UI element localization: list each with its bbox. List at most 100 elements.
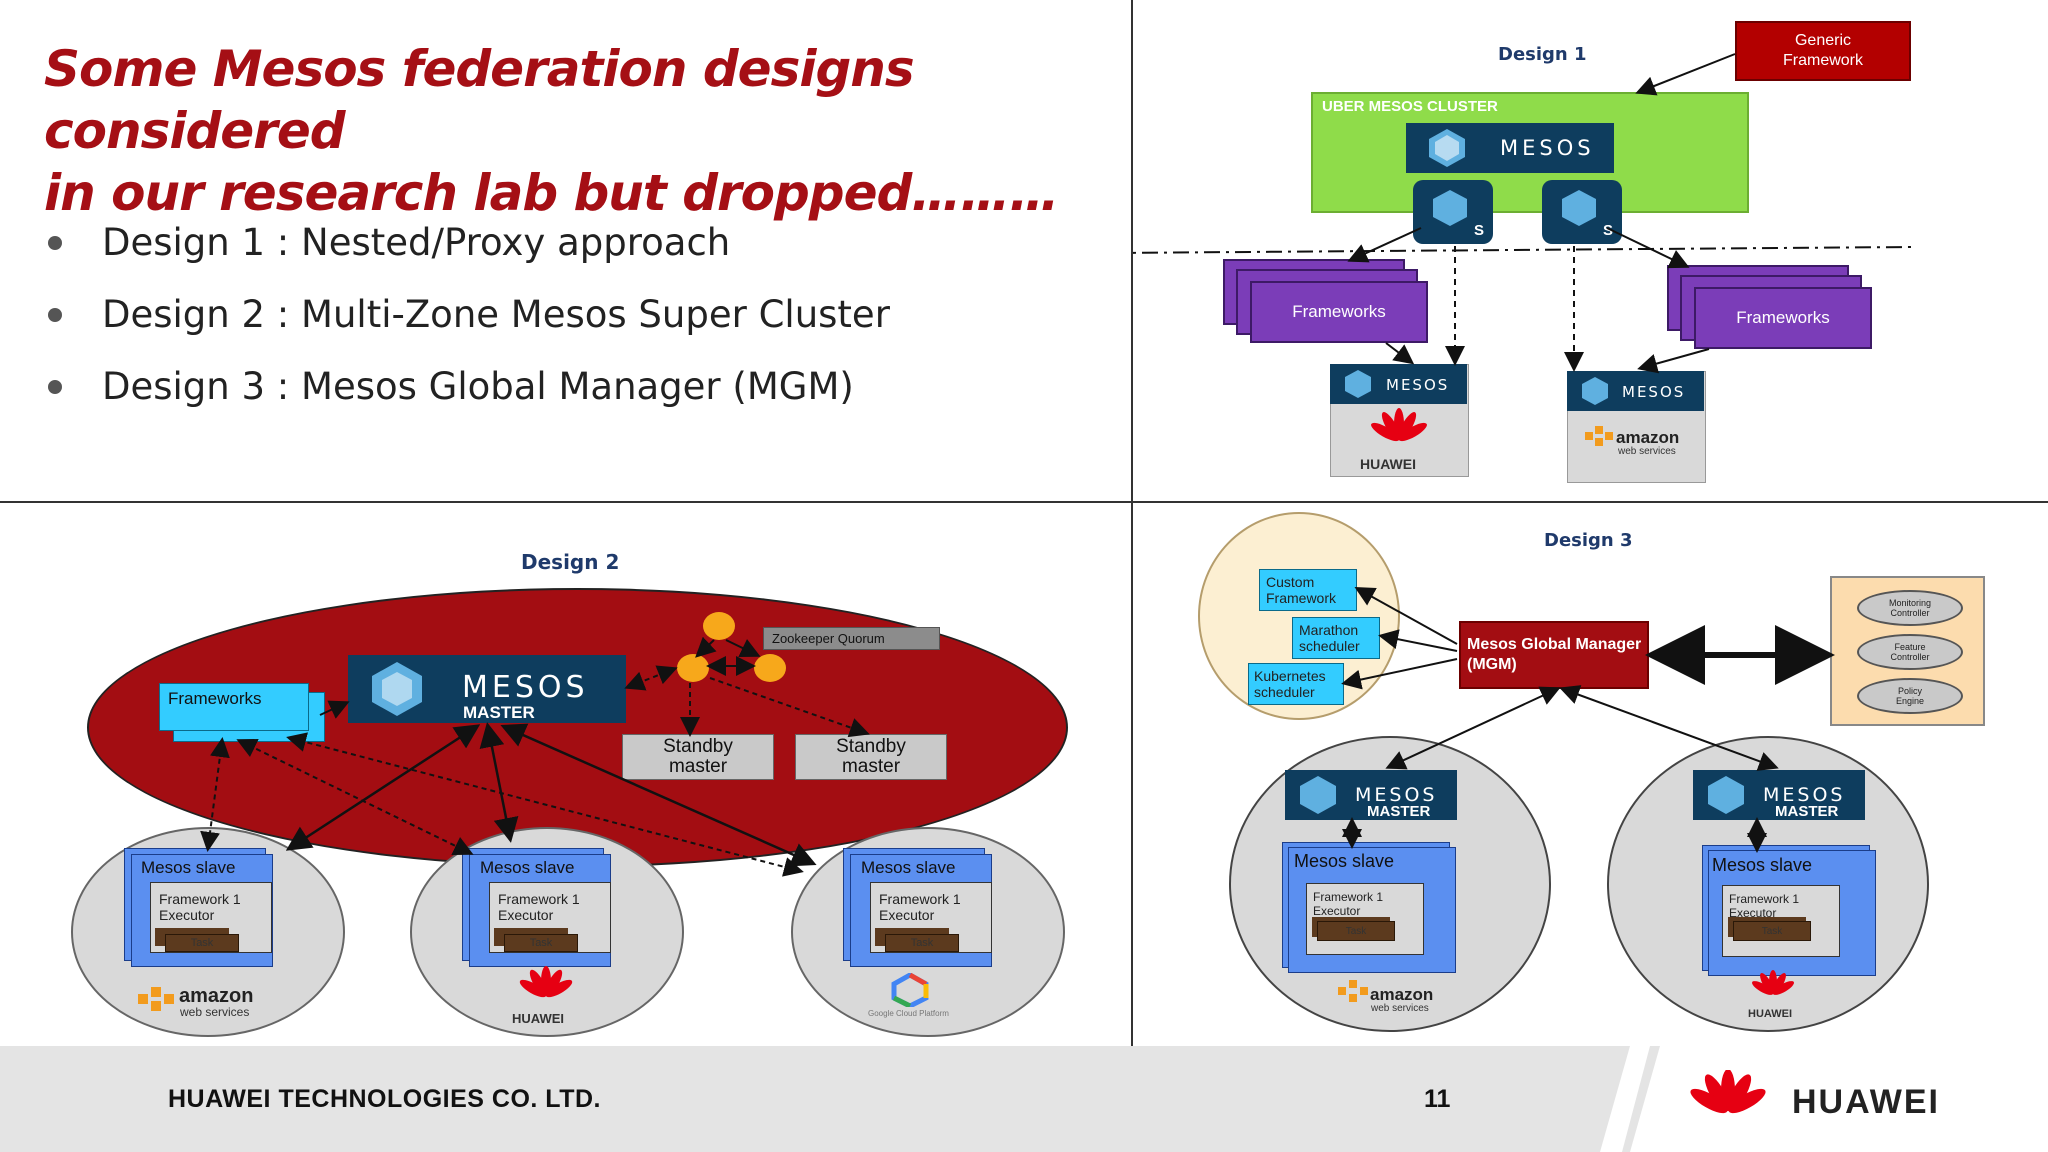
design1-slave-right-icon xyxy=(1559,188,1599,228)
zookeeper-quorum-label-box: Zookeeper Quorum xyxy=(763,627,940,650)
standby-master-2-label: Standby master xyxy=(836,736,906,777)
design3-task-huawei: Task xyxy=(1733,921,1811,941)
feature-controller-label: Feature Controller xyxy=(1890,642,1930,662)
bullet-item: Design 2 : Multi-Zone Mesos Super Cluste… xyxy=(44,284,890,356)
design1-huawei-mesos-text: MESOS xyxy=(1386,376,1450,394)
design3-aws-cubes-icon xyxy=(1337,978,1369,1006)
policy-engine: Policy Engine xyxy=(1857,678,1963,714)
design1-webservices-text: web services xyxy=(1618,446,1676,457)
design1-mesos-logo-icon xyxy=(1426,127,1468,169)
zookeeper-node-right xyxy=(754,654,786,682)
design2-frameworks-box: Frameworks xyxy=(159,683,309,731)
design2-executor-google-label: Framework 1 Executor xyxy=(879,891,961,923)
design1-title: Design 1 xyxy=(1498,44,1587,65)
footer-swoosh xyxy=(1600,1046,2048,1152)
google-cloud-text: Google Cloud Platform xyxy=(868,1009,949,1018)
design3-executor-huawei-label: Framework 1 Executor xyxy=(1729,892,1800,920)
design1-frameworks-right-label: Frameworks xyxy=(1736,308,1830,327)
design1-connectors xyxy=(1131,53,1912,374)
bullet-text: Design 3 : Mesos Global Manager (MGM) xyxy=(102,365,854,408)
design1-amazon-mesos-icon xyxy=(1580,376,1610,406)
custom-framework-box: Custom Framework xyxy=(1259,569,1357,611)
design1-frameworks-left-label: Frameworks xyxy=(1292,302,1386,321)
design3-huawei-logo-icon xyxy=(1748,970,1798,1006)
design1-mesos-text: MESOS xyxy=(1500,136,1595,160)
slide-title: Some Mesos federation designs considered… xyxy=(44,38,1104,224)
design3-slave-huawei-label: Mesos slave xyxy=(1712,855,1813,875)
design2-task-amazon: Task xyxy=(165,934,239,952)
design1-aws-cubes-icon xyxy=(1584,424,1614,450)
design1-slave-left-icon xyxy=(1430,188,1470,228)
design3-webservices-text: web services xyxy=(1371,1003,1429,1014)
design2-executor-huawei-label: Framework 1 Executor xyxy=(498,891,580,923)
bullet-dot-icon xyxy=(48,380,62,394)
standby-master-2: Standby master xyxy=(795,734,947,780)
marathon-box: Marathon scheduler xyxy=(1292,617,1380,659)
bullet-text: Design 2 : Multi-Zone Mesos Super Cluste… xyxy=(102,293,890,336)
design2-connectors xyxy=(200,636,870,877)
design1-huawei-logo-icon xyxy=(1364,408,1434,456)
zookeeper-node-top xyxy=(703,612,735,640)
design2-task-google-label: Task xyxy=(910,937,934,949)
bullet-item: Design 1 : Nested/Proxy approach xyxy=(44,212,890,284)
design2-task-google: Task xyxy=(885,934,959,952)
design2-executor-amazon-label: Framework 1 Executor xyxy=(159,891,241,923)
zookeeper-node-left xyxy=(677,654,709,682)
bullet-dot-icon xyxy=(48,308,62,322)
monitoring-controller-label: Monitoring Controller xyxy=(1888,598,1932,618)
design1-huawei-mesos-icon xyxy=(1343,369,1373,399)
generic-framework-box: Generic Framework xyxy=(1735,21,1911,81)
google-cloud-logo-icon xyxy=(890,972,930,1009)
title-line-2: in our research lab but dropped……… xyxy=(44,164,1059,222)
monitoring-controller: Monitoring Controller xyxy=(1857,590,1963,626)
design2-task-amazon-label: Task xyxy=(190,937,214,949)
design1-amazon-mesos-text: MESOS xyxy=(1622,383,1686,401)
design3-mesos-text-huawei: MESOS xyxy=(1763,784,1846,806)
kubernetes-label: Kubernetes scheduler xyxy=(1254,668,1326,700)
design2-webservices-text: web services xyxy=(180,1005,250,1019)
design3-master-text-huawei: MASTER xyxy=(1775,803,1839,820)
design3-mesos-icon-amazon xyxy=(1297,774,1339,816)
marathon-label: Marathon scheduler xyxy=(1299,622,1360,654)
design2-aws-cubes-icon xyxy=(136,984,176,1014)
page-number: 11 xyxy=(1424,1085,1451,1113)
design2-task-huawei: Task xyxy=(504,934,578,952)
bullet-text: Design 1 : Nested/Proxy approach xyxy=(102,221,731,264)
design1-huawei-text: HUAWEI xyxy=(1360,456,1416,472)
design3-task-amazon-label: Task xyxy=(1345,925,1367,937)
design3-task-amazon: Task xyxy=(1317,921,1395,941)
footer-company-name: HUAWEI TECHNOLOGIES CO. LTD. xyxy=(168,1085,601,1113)
mgm-box: Mesos Global Manager (MGM) xyxy=(1459,621,1649,689)
generic-framework-label: Generic Framework xyxy=(1782,32,1863,69)
design2-master-text: MASTER xyxy=(463,703,535,722)
bullet-dot-icon xyxy=(48,236,62,250)
design2-title: Design 2 xyxy=(521,550,620,574)
design3-executor-amazon-label: Framework 1 Executor xyxy=(1313,890,1384,918)
design1-slave-left-letter: S xyxy=(1474,222,1485,239)
horizontal-divider xyxy=(0,501,2048,503)
design2-amazon-text: amazon xyxy=(179,985,254,1007)
bullet-item: Design 3 : Mesos Global Manager (MGM) xyxy=(44,356,890,428)
zookeeper-quorum-label: Zookeeper Quorum xyxy=(772,631,885,646)
design2-mesos-text: MESOS xyxy=(462,670,589,705)
mgm-label: Mesos Global Manager (MGM) xyxy=(1467,636,1642,673)
design3-slave-amazon-label: Mesos slave xyxy=(1294,851,1395,871)
design1-amazon-text: amazon xyxy=(1616,428,1680,447)
feature-controller: Feature Controller xyxy=(1857,634,1963,670)
design2-slave-google-label: Mesos slave xyxy=(861,858,956,877)
design3-master-text-amazon: MASTER xyxy=(1367,803,1431,820)
design3-task-huawei-label: Task xyxy=(1761,925,1783,937)
design3-huawei-text: HUAWEI xyxy=(1748,1008,1792,1020)
design2-frameworks-label: Frameworks xyxy=(168,689,262,708)
design2-task-huawei-label: Task xyxy=(529,937,553,949)
design2-huawei-text: HUAWEI xyxy=(512,1011,564,1026)
design3-amazon-text: amazon xyxy=(1370,985,1434,1004)
design1-slave-right-letter: S xyxy=(1603,222,1614,239)
uber-mesos-cluster-label: UBER MESOS CLUSTER xyxy=(1322,98,1498,115)
design3-title: Design 3 xyxy=(1544,530,1633,551)
policy-engine-label: Policy Engine xyxy=(1895,686,1925,706)
design3-mesos-text-amazon: MESOS xyxy=(1355,784,1438,806)
kubernetes-box: Kubernetes scheduler xyxy=(1248,663,1344,705)
design-bullet-list: Design 1 : Nested/Proxy approach Design … xyxy=(44,212,890,428)
design3-connectors xyxy=(1341,587,1835,853)
